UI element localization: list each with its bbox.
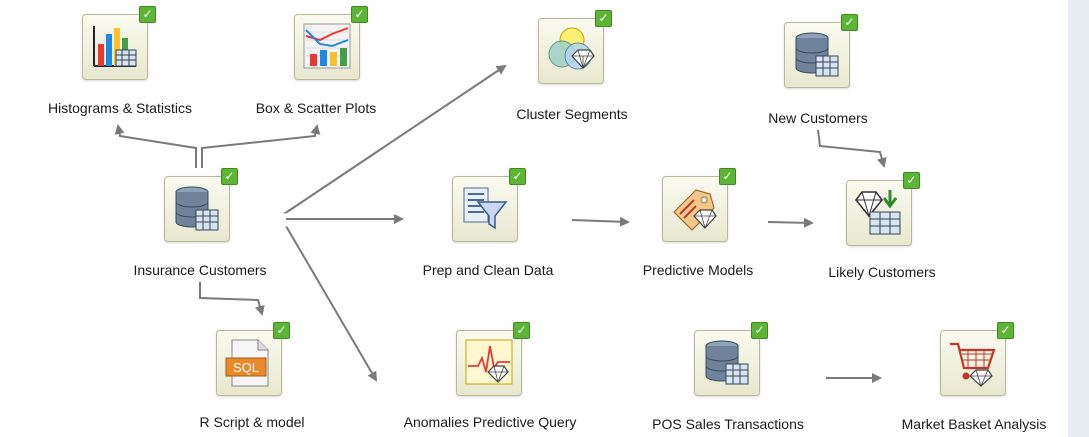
node-label-anomalies: Anomalies Predictive Query	[403, 414, 577, 430]
node-box-scatter[interactable]: ✓	[294, 6, 368, 80]
status-check-icon: ✓	[509, 168, 526, 185]
node-cluster[interactable]: ✓	[538, 10, 612, 84]
model-tag-icon	[673, 189, 717, 231]
node-box	[164, 176, 230, 242]
node-predictive[interactable]: ✓	[662, 168, 736, 242]
anomaly-icon	[465, 339, 513, 385]
status-check-icon: ✓	[513, 322, 530, 339]
cart-icon	[950, 342, 996, 388]
node-box	[452, 176, 518, 242]
status-check-icon: ✓	[841, 14, 858, 31]
bar-chart-icon	[93, 26, 137, 67]
edge-insurance-cluster	[283, 64, 507, 215]
node-box: SQL	[216, 330, 282, 396]
node-box	[662, 176, 728, 242]
side-panel-strip	[1068, 0, 1089, 437]
edge-prep-predictive	[571, 216, 630, 227]
node-new-customers[interactable]: ✓	[784, 14, 858, 88]
node-label-histograms: Histograms & Statistics	[48, 100, 192, 116]
status-check-icon: ✓	[719, 168, 736, 185]
database-icon	[705, 340, 749, 385]
node-label-cluster: Cluster Segments	[516, 106, 628, 122]
node-market[interactable]: ✓	[940, 322, 1014, 396]
sql-label: SQL	[233, 360, 259, 375]
node-likely[interactable]: ✓	[846, 172, 920, 246]
status-check-icon: ✓	[221, 168, 238, 185]
box-plot-icon	[303, 23, 351, 69]
node-box	[294, 14, 360, 80]
node-box	[784, 22, 850, 88]
edge-insurance-anomalies	[285, 225, 378, 382]
node-label-pos: POS Sales Transactions	[652, 416, 804, 432]
database-icon	[795, 32, 839, 77]
node-box	[694, 330, 760, 396]
node-rscript[interactable]: SQL ✓	[216, 322, 290, 396]
database-icon	[175, 186, 219, 231]
node-box	[82, 14, 148, 80]
node-histograms[interactable]: ✓	[82, 6, 156, 80]
status-check-icon: ✓	[139, 6, 156, 23]
edge-new-likely	[817, 129, 887, 168]
node-label-box-scatter: Box & Scatter Plots	[255, 100, 377, 116]
node-anomalies[interactable]: ✓	[456, 322, 530, 396]
edge-predictive-likely	[767, 217, 814, 228]
node-label-prep: Prep and Clean Data	[422, 262, 554, 278]
node-insurance[interactable]: ✓	[164, 168, 238, 242]
edge-insurance-histograms	[114, 124, 197, 168]
status-check-icon: ✓	[997, 322, 1014, 339]
node-box	[456, 330, 522, 396]
status-check-icon: ✓	[595, 10, 612, 27]
sql-file-icon: SQL	[225, 339, 269, 387]
node-label-insurance: Insurance Customers	[133, 262, 267, 278]
node-label-market: Market Basket Analysis	[901, 416, 1047, 432]
node-label-rscript: R Script & model	[199, 414, 305, 430]
node-box	[538, 18, 604, 84]
apply-icon	[855, 190, 901, 235]
filter-icon	[463, 187, 508, 230]
node-prep[interactable]: ✓	[452, 168, 526, 242]
edge-insurance-box	[201, 124, 321, 168]
status-check-icon: ✓	[273, 322, 290, 339]
node-pos[interactable]: ✓	[694, 322, 768, 396]
node-label-predictive: Predictive Models	[642, 262, 754, 278]
cluster-icon	[548, 27, 595, 70]
node-box	[940, 330, 1006, 396]
status-check-icon: ✓	[351, 6, 368, 23]
edge-insurance-rscript	[199, 282, 265, 316]
status-check-icon: ✓	[751, 322, 768, 339]
status-check-icon: ✓	[903, 172, 920, 189]
node-label-new-customers: New Customers	[768, 110, 868, 126]
node-label-likely: Likely Customers	[828, 264, 936, 280]
node-box	[846, 180, 912, 246]
